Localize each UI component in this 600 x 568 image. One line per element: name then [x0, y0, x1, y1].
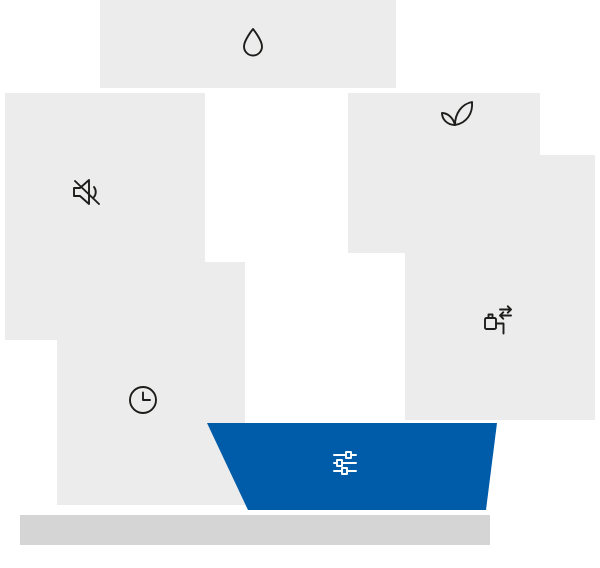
- bottom-bar: [20, 515, 490, 545]
- sliders-icon: [330, 448, 360, 478]
- leaf-icon: [439, 98, 475, 130]
- tile-time[interactable]: [57, 262, 245, 505]
- tile-water[interactable]: [100, 0, 396, 88]
- tile-settings-active[interactable]: [207, 423, 497, 510]
- tile-connector[interactable]: [405, 155, 595, 420]
- water-drop-icon: [238, 25, 268, 61]
- connector-swap-icon: [479, 303, 515, 339]
- speaker-muted-icon: [69, 175, 107, 209]
- clock-icon: [126, 383, 160, 417]
